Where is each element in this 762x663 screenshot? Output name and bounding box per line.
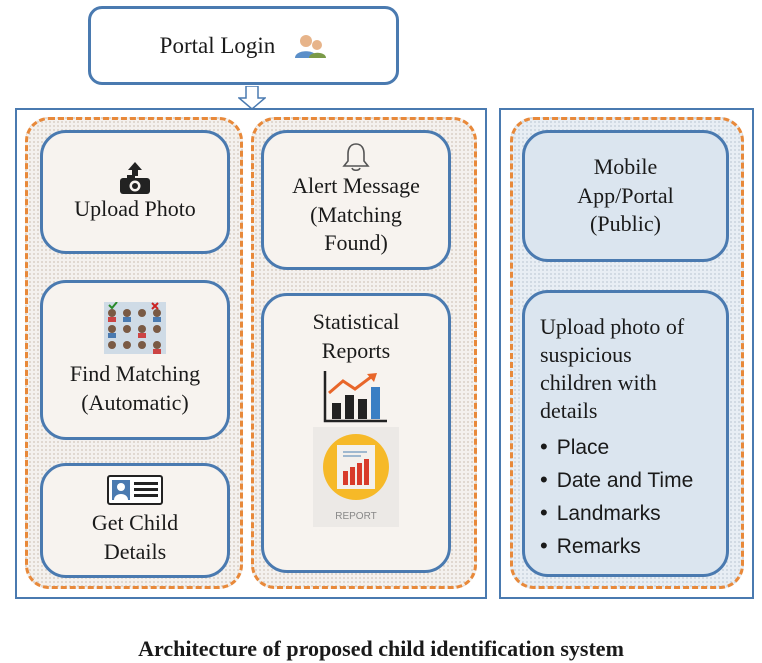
list-item: Remarks [540, 530, 693, 563]
mobile-line2: App/Portal [577, 182, 674, 208]
alert-line1: Alert Message [292, 173, 420, 199]
stats-line1: Statistical [312, 309, 400, 334]
public-upload-line1: Upload photo of [540, 314, 685, 339]
bell-icon [342, 143, 370, 172]
public-upload-line3: children with [540, 369, 657, 395]
alert-line3: Found) [324, 230, 388, 256]
stats-line2: Reports [321, 337, 391, 363]
public-upload-line2: suspicious [540, 341, 632, 367]
report-tag: REPORT [335, 511, 377, 522]
camera-upload-icon [120, 161, 150, 194]
portal-login-label: Portal Login [159, 32, 276, 58]
alert-message-box: Alert Message (Matching Found) [261, 130, 451, 270]
mobile-line3: (Public) [590, 211, 661, 237]
public-upload-line4: details [540, 397, 598, 423]
report-icon: REPORT [313, 427, 399, 528]
user-login-icon [295, 34, 327, 58]
list-item: Date and Time [540, 464, 694, 497]
upload-photo-box: Upload Photo [40, 130, 230, 254]
public-upload-box: Upload photo of suspicious children with… [522, 290, 729, 577]
get-child-details-box: Get Child Details [40, 463, 230, 578]
portal-login-box: Portal Login [88, 6, 399, 85]
find-matching-line2: (Automatic) [81, 390, 189, 415]
find-matching-line1: Find Matching [69, 361, 201, 387]
find-matching-box: Find Matching (Automatic) [40, 280, 230, 440]
upload-photo-label: Upload Photo [74, 195, 196, 221]
details-list: Place Date and Time Landmarks Remarks [540, 431, 694, 563]
mobile-line1: Mobile [593, 154, 658, 180]
down-arrow [238, 86, 266, 110]
get-child-line1: Get Child [91, 509, 179, 535]
list-item: Place [540, 431, 693, 464]
id-card-icon [107, 474, 163, 505]
list-item: Landmarks [540, 497, 693, 530]
get-child-line2: Details [103, 538, 167, 564]
figure-caption: Architecture of proposed child identific… [138, 636, 624, 661]
alert-line2: (Matching [310, 201, 402, 227]
statistical-reports-box: Statistical Reports REPORT [261, 293, 451, 573]
bar-chart-trend-icon [323, 371, 387, 423]
mobile-portal-box: Mobile App/Portal (Public) [522, 130, 729, 262]
face-grid-icon [104, 302, 166, 355]
